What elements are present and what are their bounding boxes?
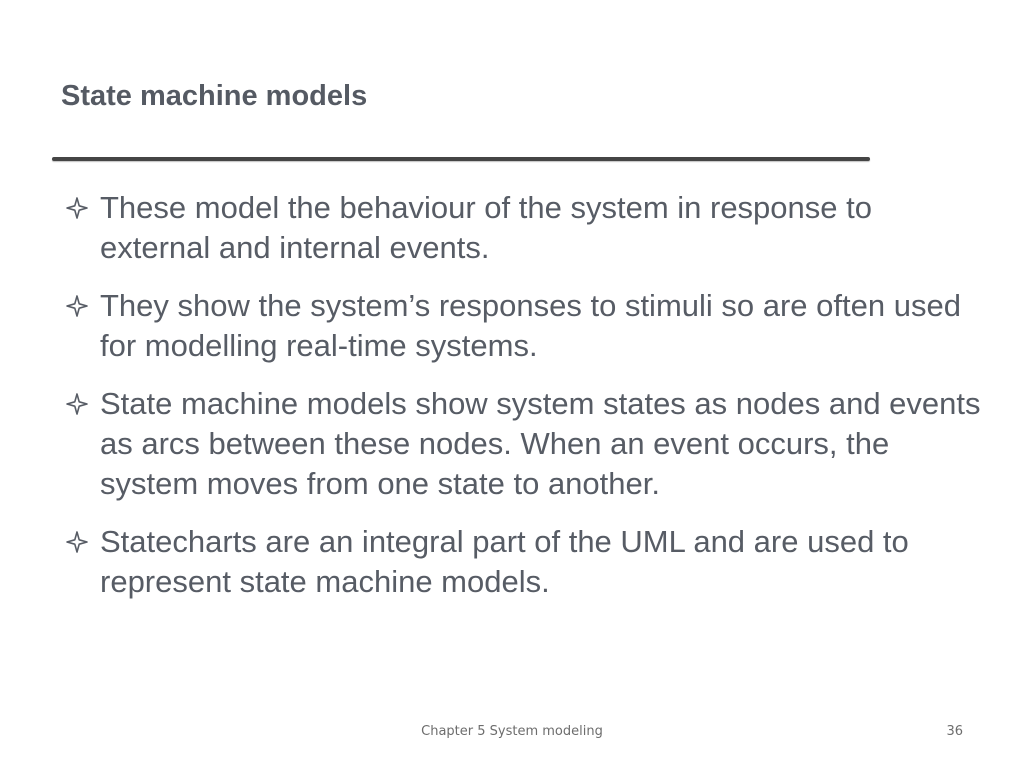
bullet-text: These model the behaviour of the system … [100,190,872,265]
star-bullet-icon [62,188,92,228]
bullet-text: They show the system’s responses to stim… [100,288,961,363]
bullet-item: Statecharts are an integral part of the … [62,522,982,602]
title-divider [52,157,870,161]
bullet-text: State machine models show system states … [100,386,981,501]
page-number: 36 [946,724,963,739]
bullet-text: Statecharts are an integral part of the … [100,524,909,599]
bullet-item: These model the behaviour of the system … [62,188,982,268]
star-bullet-icon [62,522,92,562]
footer-chapter-label: Chapter 5 System modeling [421,724,603,739]
slide-title: State machine models [61,80,368,112]
bullet-item: State machine models show system states … [62,384,982,504]
star-bullet-icon [62,286,92,326]
bullet-list: These model the behaviour of the system … [62,188,982,620]
star-bullet-icon [62,384,92,424]
bullet-item: They show the system’s responses to stim… [62,286,982,366]
